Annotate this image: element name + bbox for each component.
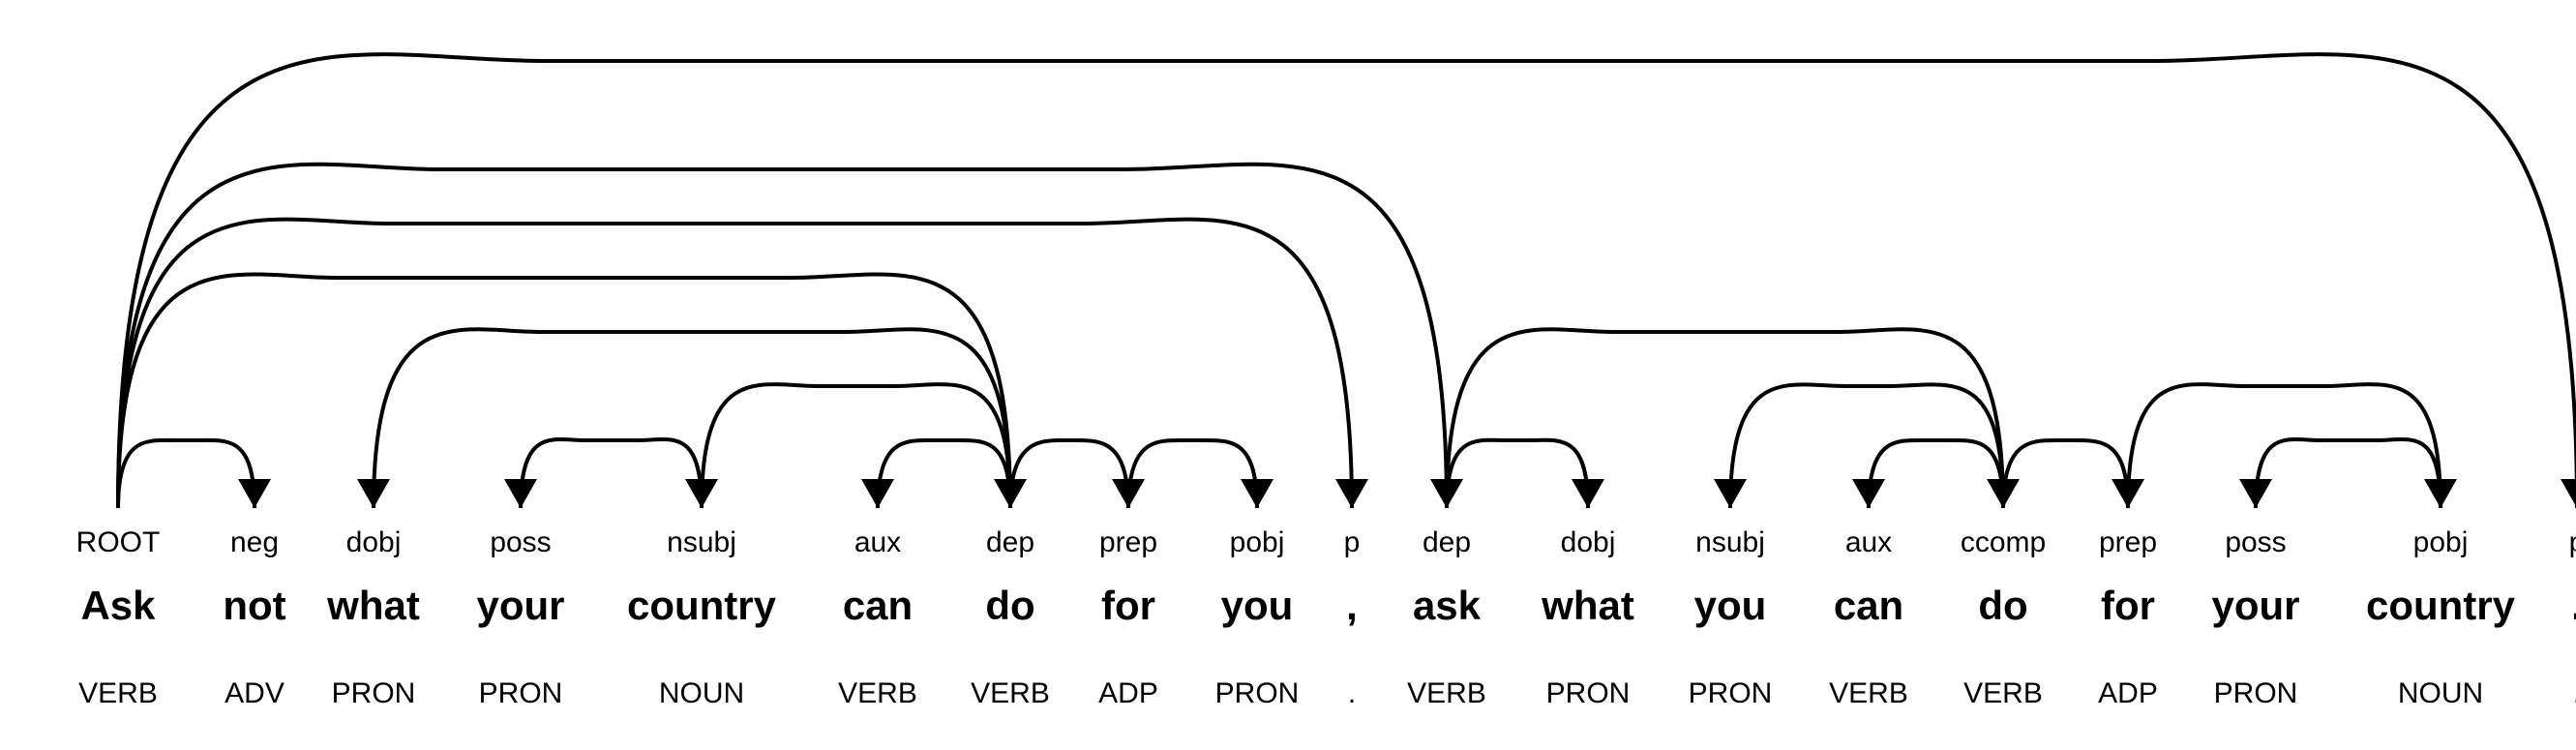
token-word-10[interactable]: ask: [1413, 583, 1482, 628]
dep-label-6: dep: [986, 526, 1034, 558]
pos-tag-17: NOUN: [2398, 677, 2483, 709]
pos-tag-8: PRON: [1215, 677, 1300, 709]
pos-tag-9: .: [1348, 677, 1356, 709]
pos-tag-14: VERB: [1963, 677, 2043, 709]
token-word-17[interactable]: country: [2366, 583, 2516, 628]
token-word-12[interactable]: you: [1694, 583, 1767, 628]
dep-arrowhead-aux-6: [1852, 479, 1885, 508]
token-word-15[interactable]: for: [2101, 583, 2155, 628]
dep-arc-p-15: [116, 217, 1354, 509]
token-word-4[interactable]: country: [627, 583, 777, 628]
dep-label-7: prep: [1099, 526, 1157, 558]
dep-arrowhead-aux-2: [861, 479, 894, 508]
token-word-6[interactable]: do: [985, 583, 1034, 628]
pos-tag-0: VERB: [78, 677, 158, 709]
dep-arc-nsubj-9: [700, 382, 1012, 509]
dep-arrowhead-dobj-12: [357, 479, 390, 508]
dep-arrowhead-p-15: [1335, 479, 1368, 508]
dep-arrowhead-dobj-5: [1572, 479, 1604, 508]
pos-tag-10: VERB: [1407, 677, 1486, 709]
token-word-8[interactable]: you: [1221, 583, 1294, 628]
dep-label-2: dobj: [346, 526, 402, 558]
dep-arrowhead-poss-8: [2239, 479, 2272, 508]
dep-label-5: aux: [854, 526, 901, 558]
dep-arrowhead-prep-4: [1112, 479, 1145, 508]
dep-arc-ccomp-13: [1445, 327, 2005, 509]
pos-tag-2: PRON: [332, 677, 416, 709]
dep-arrowhead-pobj-3: [1241, 479, 1273, 508]
dep-arc-prep-4: [1008, 438, 1130, 509]
dep-label-4: nsubj: [667, 526, 736, 558]
pos-tag-4: NOUN: [659, 677, 744, 709]
dep-label-10: dep: [1423, 526, 1471, 558]
dep-arc-aux-2: [876, 437, 1012, 509]
token-word-13[interactable]: can: [1834, 583, 1903, 628]
token-word-18[interactable]: .: [2571, 583, 2576, 628]
dep-label-12: nsubj: [1695, 526, 1765, 558]
dep-label-13: aux: [1845, 526, 1892, 558]
token-word-0[interactable]: Ask: [80, 583, 156, 628]
dep-arrowhead-dep-14: [994, 479, 1027, 508]
token-word-2[interactable]: what: [326, 583, 420, 628]
pos-tag-7: ADP: [1098, 677, 1158, 709]
pos-tag-18: .: [2573, 677, 2576, 709]
token-word-3[interactable]: your: [476, 583, 564, 628]
token-word-14[interactable]: do: [1978, 583, 2027, 628]
dep-label-16: poss: [2225, 526, 2286, 558]
pos-tag-3: PRON: [479, 677, 563, 709]
dep-arc-pobj-3: [1126, 437, 1259, 509]
dep-arrowhead-nsubj-9: [685, 479, 718, 508]
dep-arrowhead-neg-0: [238, 479, 271, 508]
dep-arc-prep-7: [2001, 438, 2130, 509]
dep-label-17: pobj: [2413, 526, 2469, 558]
pos-tag-16: PRON: [2214, 677, 2298, 709]
dep-label-15: prep: [2099, 526, 2157, 558]
pos-tag-11: PRON: [1546, 677, 1631, 709]
token-word-5[interactable]: can: [843, 583, 913, 628]
dep-label-14: ccomp: [1961, 526, 2046, 558]
dep-arc-dep-16: [116, 162, 1449, 509]
pos-tag-1: ADV: [225, 677, 285, 709]
pos-tag-6: VERB: [971, 677, 1050, 709]
pos-tag-13: VERB: [1829, 677, 1908, 709]
dep-label-layer: ROOT neg dobj poss nsubj aux dep prep pobj p dep do…: [76, 526, 2576, 558]
arc-layer: [116, 52, 2576, 509]
dep-label-9: p: [1344, 526, 1361, 558]
dep-arc-neg-0: [116, 437, 256, 509]
token-word-11[interactable]: what: [1541, 583, 1634, 628]
dep-arrowhead-p-17: [2561, 479, 2576, 507]
token-word-7[interactable]: for: [1101, 583, 1155, 628]
dep-arc-dobj-12: [372, 327, 1012, 509]
dep-arc-poss-8: [2254, 437, 2442, 509]
dep-label-18: p: [2569, 526, 2576, 558]
dep-label-11: dobj: [1561, 526, 1616, 558]
pos-tag-layer: VERB ADV PRON PRON NOUN VERB VERB ADP PRON. VERB P…: [78, 677, 2576, 709]
dep-label-3: poss: [490, 526, 551, 558]
token-word-1[interactable]: not: [223, 583, 285, 628]
dep-label-0: ROOT: [76, 526, 161, 558]
pos-tag-15: ADP: [2098, 677, 2158, 709]
dep-arrowhead-nsubj-10: [1714, 479, 1747, 508]
dep-arc-p-17: [116, 52, 2576, 509]
pos-tag-5: VERB: [838, 677, 917, 709]
dep-arrowhead-pobj-11: [2424, 479, 2457, 508]
dep-arrowhead-ccomp-13: [1987, 479, 2020, 508]
dep-label-8: pobj: [1230, 526, 1285, 558]
dep-arc-nsubj-10: [1728, 382, 2005, 509]
dep-arc-dobj-5: [1445, 437, 1590, 509]
dep-arrowhead-poss-1: [504, 479, 537, 508]
dep-label-1: neg: [230, 526, 279, 558]
pos-tag-12: PRON: [1689, 677, 1773, 709]
token-word-9[interactable]: ,: [1346, 583, 1358, 628]
token-word-16[interactable]: your: [2211, 583, 2299, 628]
dep-arrowhead-dep-16: [1430, 479, 1463, 508]
dep-arc-aux-6: [1867, 437, 2005, 509]
dep-arc-pobj-11: [2126, 382, 2442, 509]
dep-arc-dep-14: [116, 272, 1012, 509]
dep-arc-poss-1: [519, 437, 704, 509]
